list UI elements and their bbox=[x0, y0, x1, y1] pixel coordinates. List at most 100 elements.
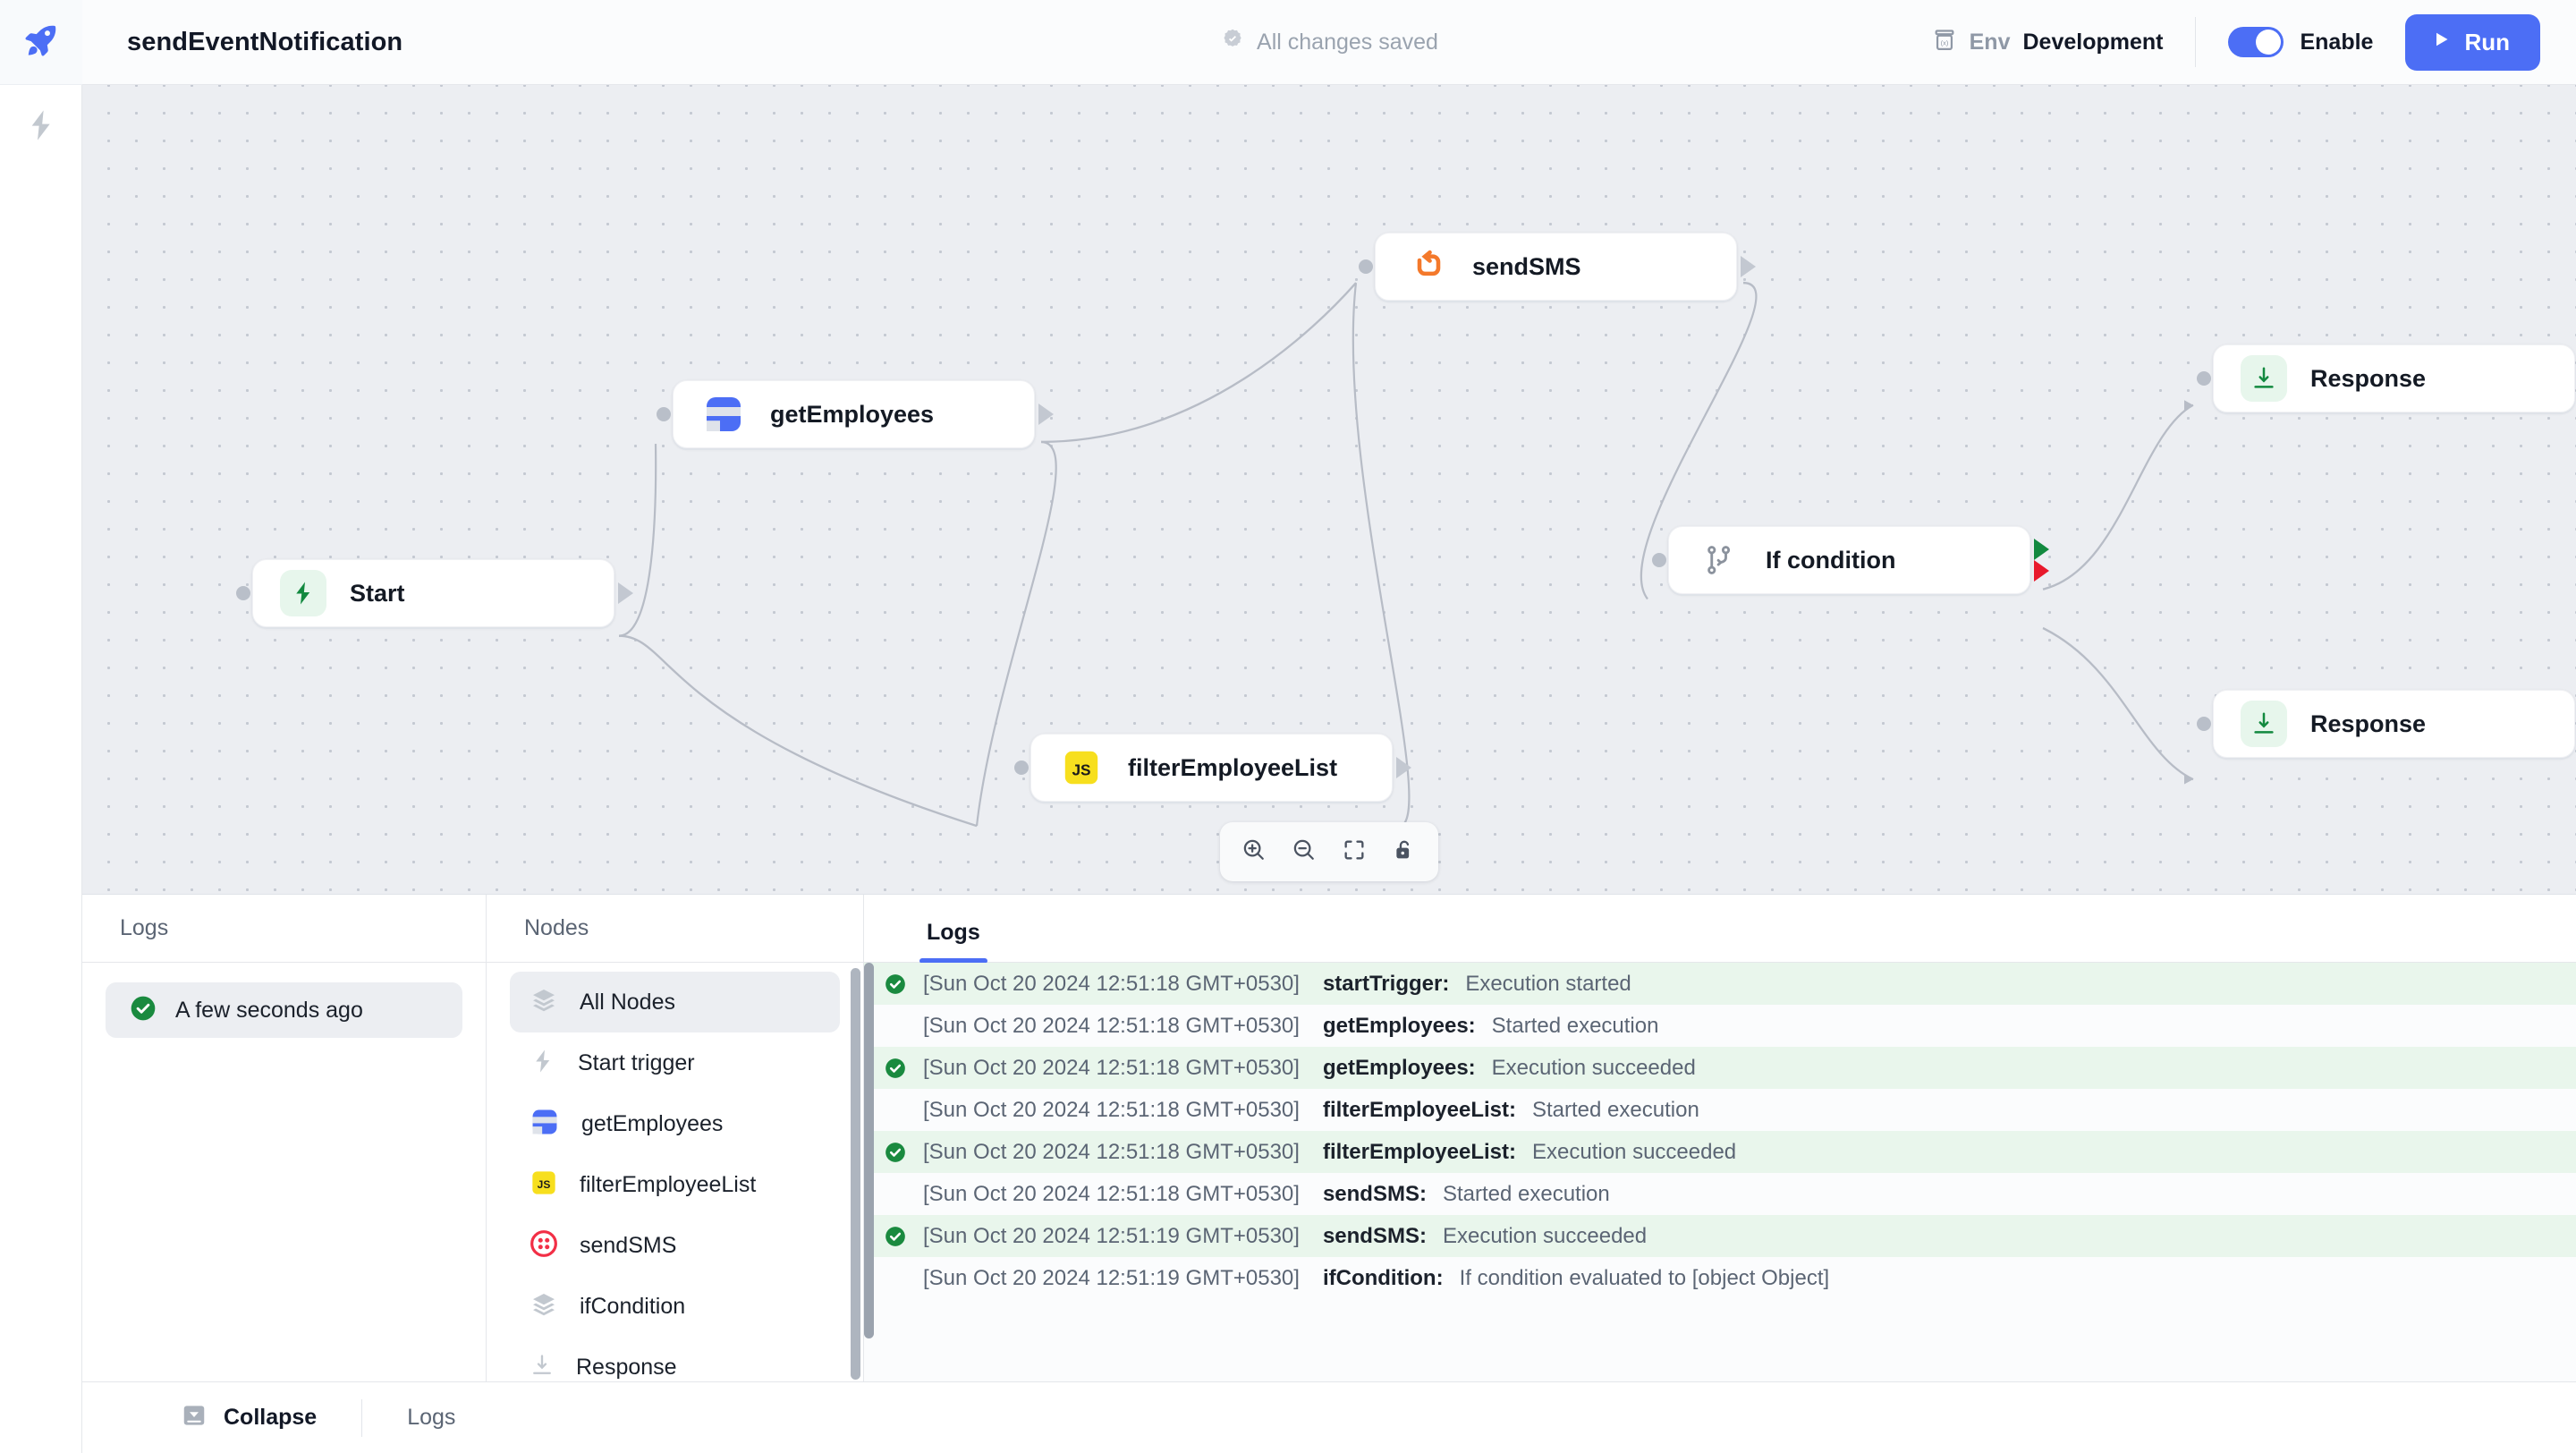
zoom-out-icon bbox=[1291, 837, 1318, 868]
canvas-node-sendsms[interactable]: sendSMS bbox=[1359, 233, 1756, 301]
enable-label: Enable bbox=[2300, 29, 2374, 55]
rocket-icon bbox=[22, 21, 60, 64]
log-row: [Sun Oct 20 2024 12:51:18 GMT+0530] getE… bbox=[864, 1047, 2576, 1089]
node-input-port[interactable] bbox=[1652, 553, 1666, 567]
node-output-port[interactable] bbox=[1741, 256, 1756, 277]
node-output-port-true[interactable] bbox=[2034, 539, 2049, 561]
log-row: [Sun Oct 20 2024 12:51:18 GMT+0530] filt… bbox=[864, 1089, 2576, 1131]
node-list-item-label: sendSMS bbox=[580, 1232, 677, 1258]
runs-list[interactable]: A few seconds ago bbox=[82, 963, 486, 1381]
canvas-node-start[interactable]: Start bbox=[236, 559, 633, 627]
enable-toggle-group: Enable bbox=[2196, 27, 2405, 57]
land-icon bbox=[530, 1353, 555, 1382]
nodes-pane: Nodes All Nodes bbox=[487, 895, 864, 1381]
node-list-item-label: ifCondition bbox=[580, 1293, 686, 1319]
collapse-button[interactable]: Collapse bbox=[181, 1402, 317, 1433]
canvas-node-ifcondition[interactable]: If condition bbox=[1652, 526, 2049, 594]
node-list-item-sendsms[interactable]: sendSMS bbox=[510, 1215, 840, 1276]
node-list-item-label: All Nodes bbox=[580, 989, 675, 1015]
nodes-list-scrollbar[interactable] bbox=[851, 968, 860, 1380]
zoom-out-button[interactable] bbox=[1283, 830, 1326, 873]
log-timestamp: [Sun Oct 20 2024 12:51:18 GMT+0530] bbox=[923, 1055, 1300, 1080]
node-list-item-all-nodes[interactable]: All Nodes bbox=[510, 972, 840, 1032]
node-input-port[interactable] bbox=[2197, 717, 2211, 731]
canvas-node-filteremployeelist[interactable]: JS filterEmployeeList bbox=[1014, 734, 1411, 802]
layers-icon bbox=[530, 986, 558, 1019]
env-selector[interactable]: (x) Env Development bbox=[1932, 28, 2196, 57]
node-input-port[interactable] bbox=[1014, 760, 1029, 775]
node-input-port[interactable] bbox=[236, 586, 250, 600]
enable-toggle[interactable] bbox=[2228, 27, 2284, 57]
workflow-canvas[interactable]: Start getEmployees bbox=[82, 85, 2576, 894]
lock-button[interactable] bbox=[1383, 830, 1426, 873]
logs-scrollbar[interactable] bbox=[864, 963, 874, 1338]
success-check-icon bbox=[884, 1057, 923, 1080]
fit-view-button[interactable] bbox=[1333, 830, 1376, 873]
log-row: [Sun Oct 20 2024 12:51:18 GMT+0530] getE… bbox=[864, 1005, 2576, 1047]
fit-view-icon bbox=[1342, 837, 1367, 867]
node-list-item-label: filterEmployeeList bbox=[580, 1171, 757, 1197]
play-icon bbox=[2430, 29, 2452, 56]
tab-logs[interactable]: Logs bbox=[919, 920, 987, 964]
node-list-item-start-trigger[interactable]: Start trigger bbox=[510, 1032, 840, 1093]
green-lightning-icon bbox=[280, 570, 326, 616]
collapse-down-icon bbox=[181, 1402, 208, 1433]
green-land-icon bbox=[2241, 355, 2287, 402]
canvas-node-response-true[interactable]: Response bbox=[2197, 344, 2575, 412]
node-output-port[interactable] bbox=[1396, 757, 1411, 778]
variable-box-icon: (x) bbox=[1932, 28, 1957, 57]
left-rail bbox=[0, 0, 82, 1453]
node-list-item-label: Response bbox=[576, 1354, 677, 1380]
node-input-port[interactable] bbox=[2197, 371, 2211, 386]
edge-start-getEmployees bbox=[618, 444, 657, 637]
svg-text:JS: JS bbox=[1072, 760, 1090, 778]
node-input-port[interactable] bbox=[657, 407, 671, 421]
success-check-icon bbox=[884, 973, 923, 996]
lightning-icon bbox=[530, 1048, 556, 1079]
node-output-port[interactable] bbox=[1038, 404, 1054, 425]
drawer-statusbar: Collapse Logs bbox=[82, 1381, 2576, 1453]
logs-scroll-area[interactable]: [Sun Oct 20 2024 12:51:18 GMT+0530] star… bbox=[864, 963, 2576, 1381]
node-output-port-false[interactable] bbox=[2034, 559, 2049, 582]
database-icon bbox=[530, 1107, 560, 1142]
runs-pane-title: Logs bbox=[82, 895, 486, 963]
js-icon: JS bbox=[1058, 744, 1105, 791]
node-input-port[interactable] bbox=[1359, 259, 1373, 274]
triggers-button[interactable] bbox=[0, 85, 82, 170]
log-message: Started execution bbox=[1442, 1181, 1610, 1206]
log-node-name: filterEmployeeList: bbox=[1322, 1097, 1516, 1122]
cloud-check-icon bbox=[1220, 27, 1245, 58]
app-logo-button[interactable] bbox=[0, 0, 82, 85]
orange-loop-icon bbox=[1402, 243, 1449, 290]
node-list-item-response-1[interactable]: Response bbox=[510, 1337, 840, 1381]
node-list-item-filteremployeelist[interactable]: JS filterEmployeeList bbox=[510, 1154, 840, 1215]
svg-text:JS: JS bbox=[538, 1177, 551, 1190]
unlock-icon bbox=[1392, 837, 1417, 867]
drawer-body: Logs A few seconds ago bbox=[82, 895, 2576, 1381]
zoom-in-icon bbox=[1241, 837, 1267, 868]
edge-if-false-response bbox=[2042, 626, 2194, 781]
node-list-item-label: getEmployees bbox=[581, 1110, 724, 1136]
log-message: Execution succeeded bbox=[1532, 1139, 1737, 1164]
header-actions: (x) Env Development Enable Run bbox=[1932, 13, 2540, 71]
node-list-item-ifcondition[interactable]: ifCondition bbox=[510, 1276, 840, 1337]
log-row: [Sun Oct 20 2024 12:51:18 GMT+0530] star… bbox=[864, 963, 2576, 1005]
log-timestamp: [Sun Oct 20 2024 12:51:18 GMT+0530] bbox=[923, 1139, 1300, 1164]
run-button[interactable]: Run bbox=[2405, 13, 2540, 71]
log-node-name: getEmployees: bbox=[1322, 1055, 1476, 1080]
logs-list: [Sun Oct 20 2024 12:51:18 GMT+0530] star… bbox=[864, 963, 2576, 1381]
log-timestamp: [Sun Oct 20 2024 12:51:18 GMT+0530] bbox=[923, 1097, 1300, 1122]
log-row: [Sun Oct 20 2024 12:51:18 GMT+0530] filt… bbox=[864, 1131, 2576, 1173]
node-list-item-getemployees[interactable]: getEmployees bbox=[510, 1093, 840, 1154]
run-list-item[interactable]: A few seconds ago bbox=[106, 982, 462, 1038]
zoom-in-button[interactable] bbox=[1233, 830, 1275, 873]
success-check-icon bbox=[129, 994, 157, 1027]
canvas-node-getemployees[interactable]: getEmployees bbox=[657, 380, 1054, 448]
nodes-list[interactable]: All Nodes Start trigger bbox=[487, 963, 863, 1381]
edge-start-filter bbox=[618, 634, 978, 828]
canvas-node-response-false[interactable]: Response bbox=[2197, 690, 2575, 758]
log-timestamp: [Sun Oct 20 2024 12:51:19 GMT+0530] bbox=[923, 1265, 1300, 1290]
js-icon: JS bbox=[530, 1168, 558, 1202]
node-output-port[interactable] bbox=[618, 582, 633, 604]
statusbar-logs-button[interactable]: Logs bbox=[407, 1405, 456, 1430]
